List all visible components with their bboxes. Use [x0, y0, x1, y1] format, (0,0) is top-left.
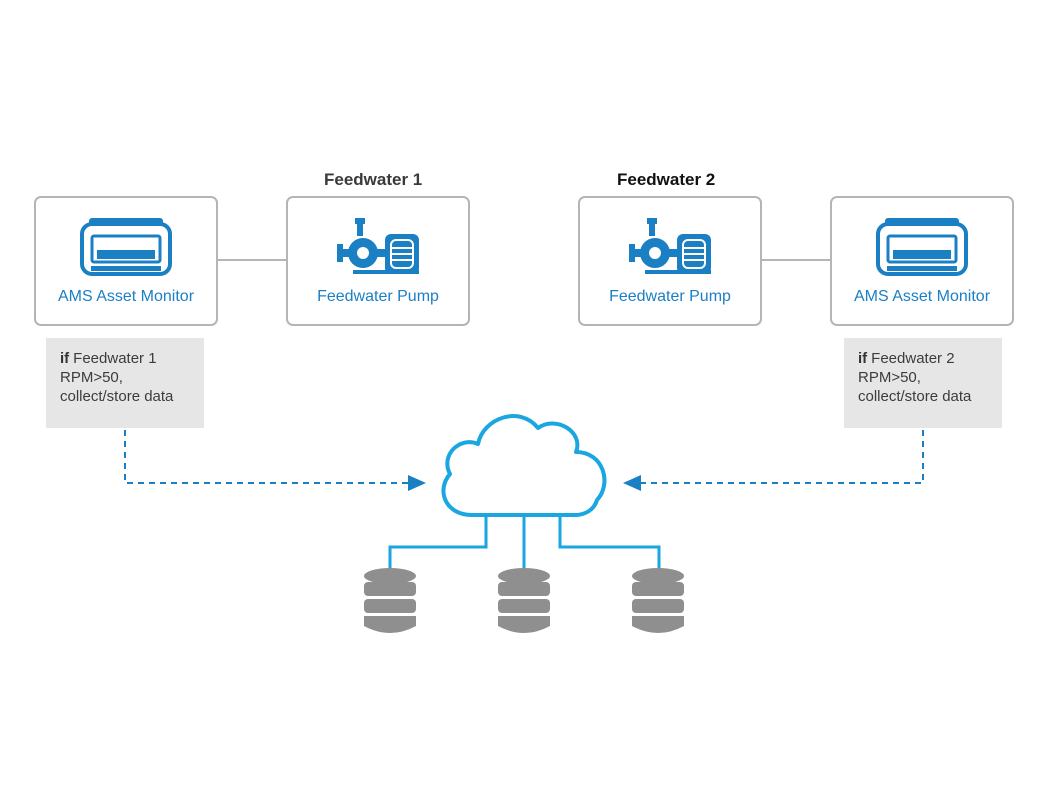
feedwater-pump-node-left[interactable]: Feedwater Pump: [286, 196, 470, 326]
asset-monitor-node-left[interactable]: AMS Asset Monitor: [34, 196, 218, 326]
condition-line: RPM>50,: [60, 369, 123, 386]
condition-line: RPM>50,: [858, 369, 921, 386]
dashed-arrow-right: [623, 430, 924, 491]
group-title-feedwater-2: Feedwater 2: [617, 170, 716, 189]
feedwater-pump-label: Feedwater Pump: [609, 288, 731, 305]
database-icon: [498, 568, 550, 633]
asset-monitor-node-right[interactable]: AMS Asset Monitor: [830, 196, 1014, 326]
database-icon: [364, 568, 416, 633]
group-title-feedwater-1: Feedwater 1: [324, 170, 423, 189]
condition-keyword: if: [60, 350, 70, 367]
dashed-arrow-left: [124, 430, 426, 491]
asset-monitor-label: AMS Asset Monitor: [853, 288, 991, 305]
feedwater-pump-node-right[interactable]: Feedwater Pump: [578, 196, 762, 326]
monitor-device-icon: [832, 216, 1012, 278]
condition-line: collect/store data: [858, 388, 972, 405]
cloud-icon: [441, 414, 607, 517]
pump-icon: [580, 216, 760, 278]
cloud-to-database-lines: [388, 515, 661, 572]
condition-text: Feedwater 2: [871, 350, 955, 367]
database-icon: [632, 568, 684, 633]
condition-line: collect/store data: [60, 388, 174, 405]
condition-keyword: if: [858, 350, 868, 367]
monitor-device-icon: [36, 216, 216, 278]
asset-monitor-label: AMS Asset Monitor: [57, 288, 195, 305]
pump-icon: [288, 216, 468, 278]
feedwater-pump-label: Feedwater Pump: [317, 288, 439, 305]
condition-text: Feedwater 1: [73, 350, 157, 367]
